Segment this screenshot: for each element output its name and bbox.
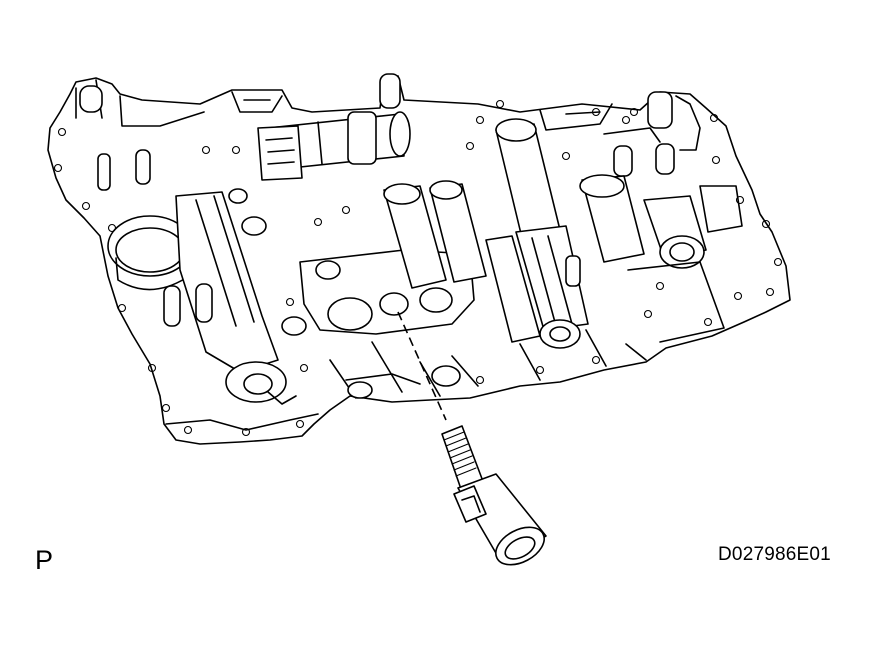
figure-code: D027986E01: [718, 544, 831, 565]
valve-body-icon: [47, 73, 791, 445]
installation-guide-line: [397, 311, 447, 421]
view-label: P: [35, 545, 54, 575]
shift-solenoid-valve-icon: [441, 425, 547, 566]
